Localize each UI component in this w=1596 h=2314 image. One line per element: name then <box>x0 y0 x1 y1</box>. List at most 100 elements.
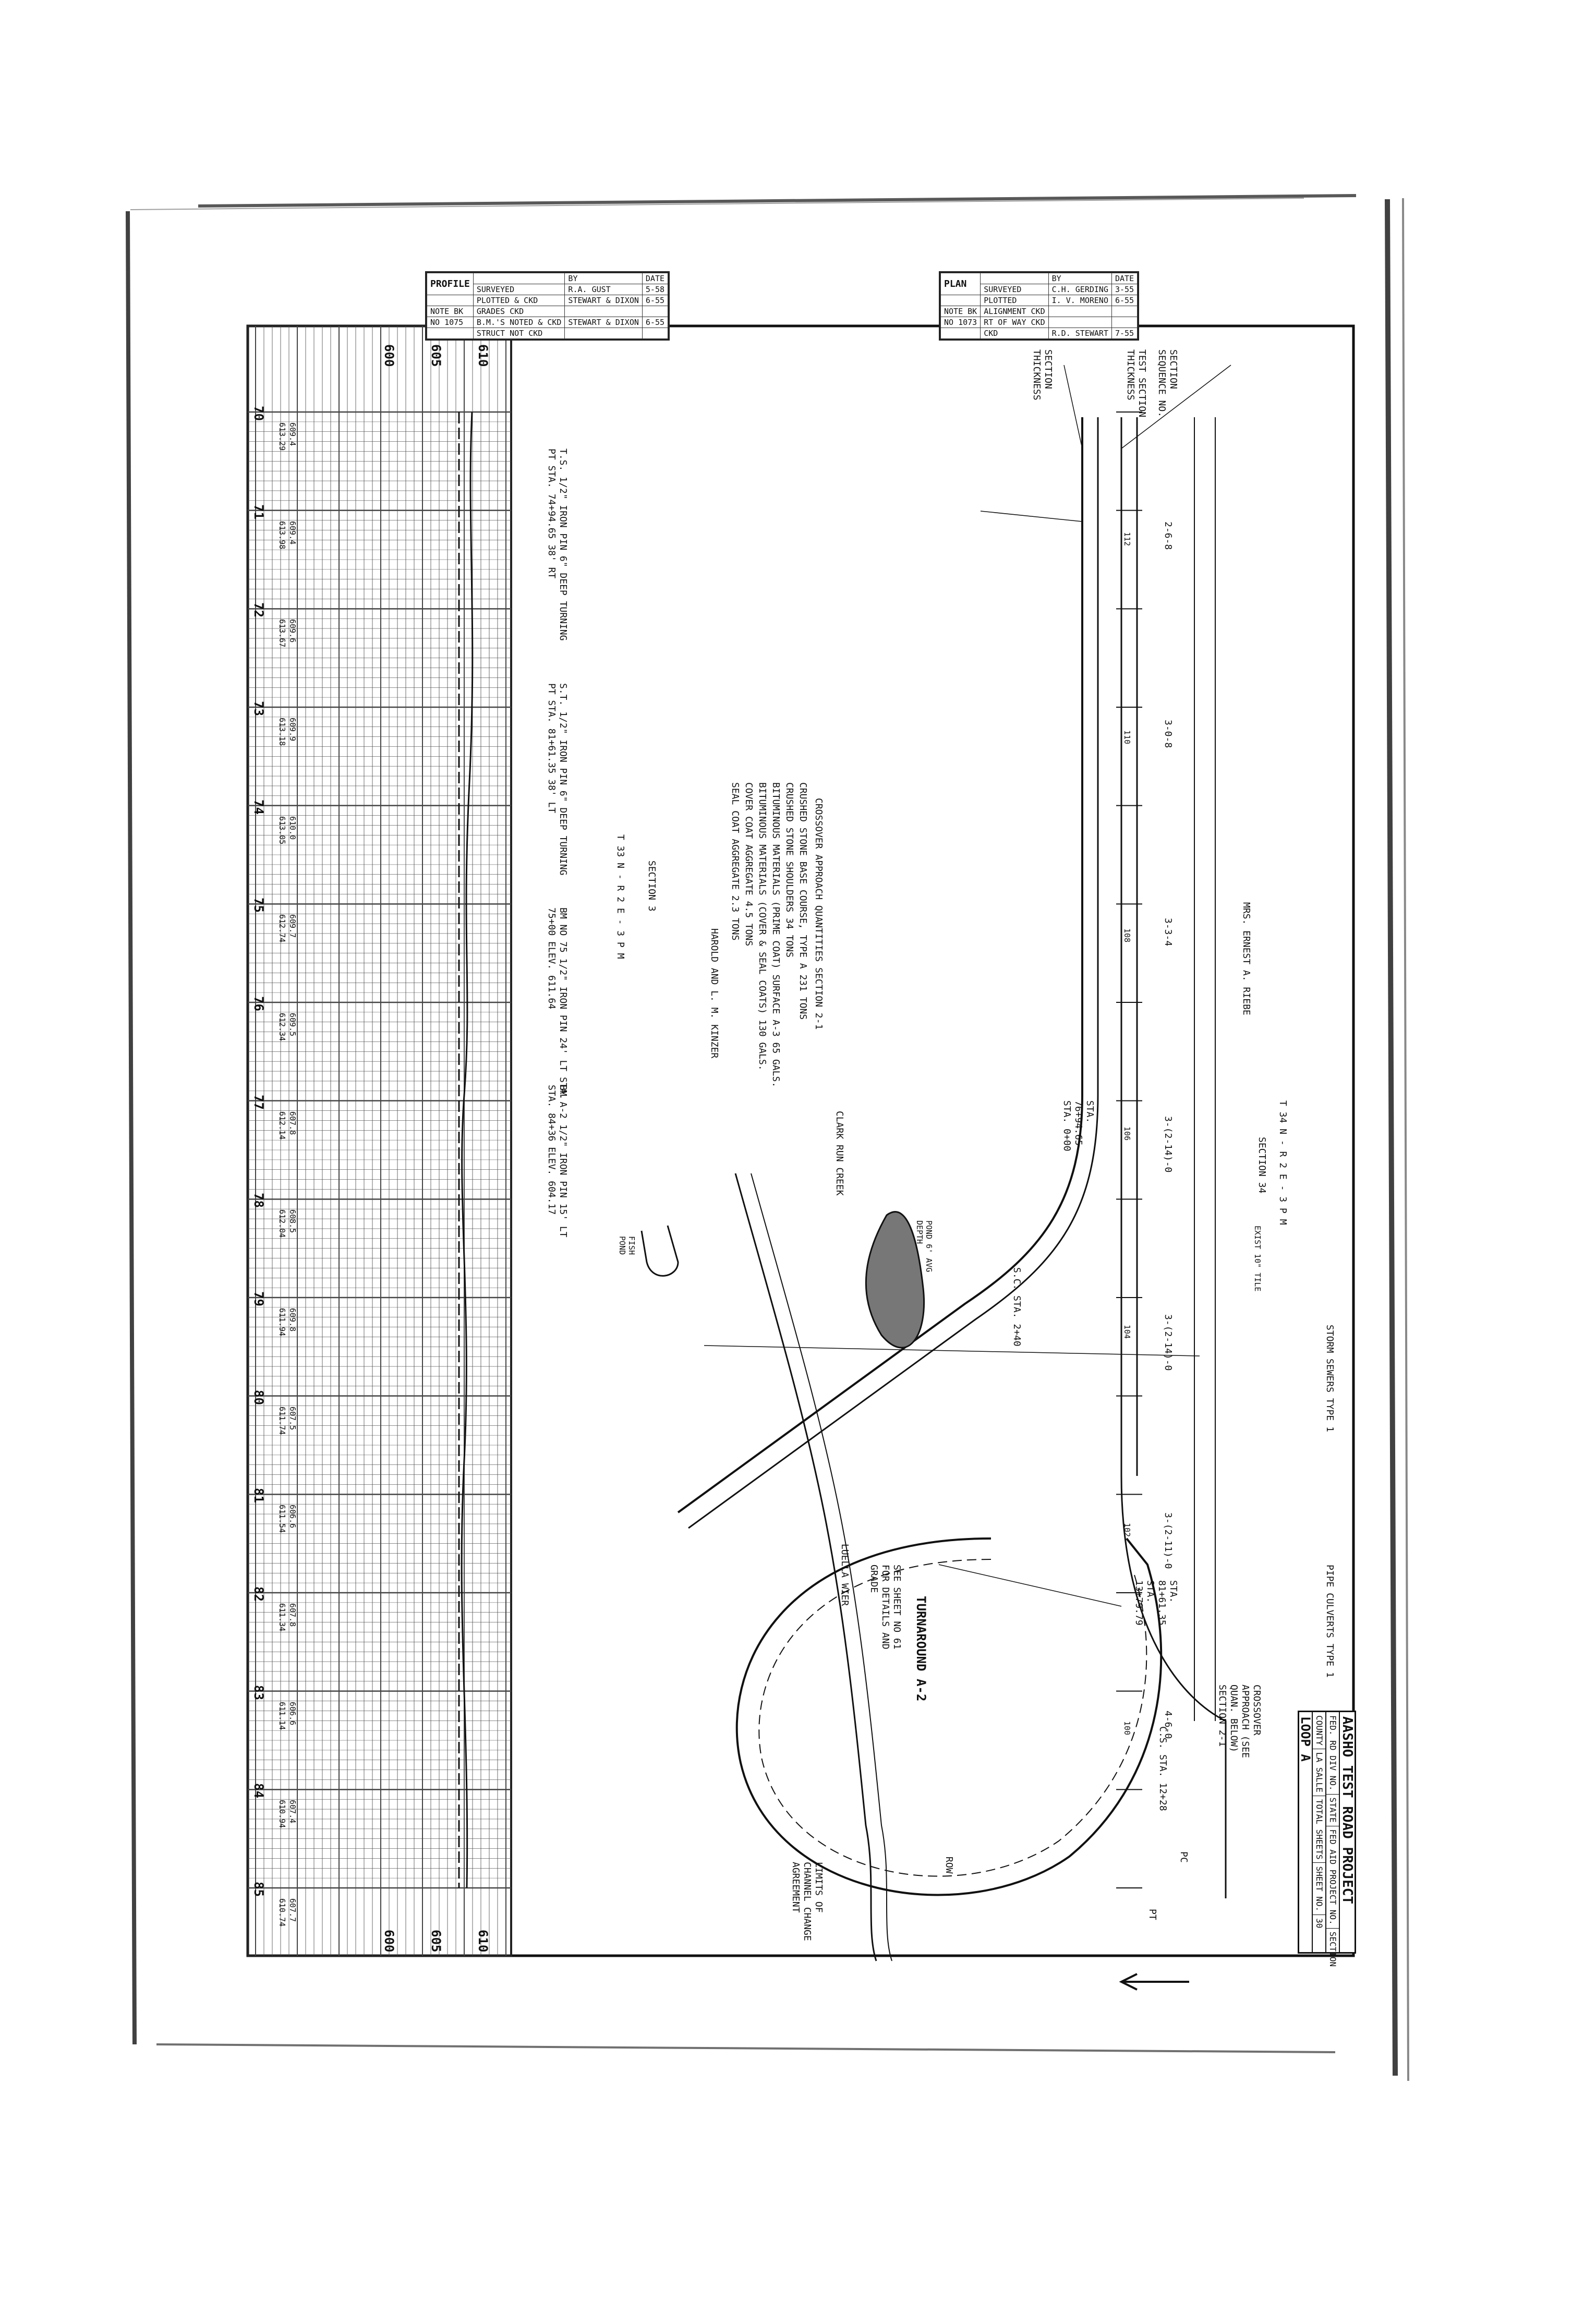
sequence-number: 112 <box>1122 532 1132 547</box>
profile-reading-grade: 607.7 <box>288 1898 297 1922</box>
fed-aid-label: FED AID PROJECT NO. <box>1326 1826 1339 1929</box>
profile-reading-grade: 609.9 <box>288 718 297 742</box>
turnaround-sub: SEE SHEET NO 61 FOR DETAILS AND GRADE <box>868 1565 902 1650</box>
plan-block-title: PLAN <box>940 273 981 295</box>
profile-row-by: STEWART & DIXON <box>564 317 643 328</box>
station-number: 70 <box>251 406 266 421</box>
station-number: 85 <box>251 1882 266 1897</box>
profile-row-date: 6-55 <box>642 317 669 328</box>
plan-row-by <box>1048 306 1113 317</box>
profile-reading-grade: 606.6 <box>288 1505 297 1529</box>
station-number: 81 <box>251 1488 266 1504</box>
test-section-thickness: 2-6-8 <box>1163 522 1174 550</box>
elev-label-bottom-600: 600 <box>382 1930 396 1953</box>
profile-grid <box>247 325 512 1957</box>
turnaround-label: TURNAROUND A-2 <box>914 1596 928 1702</box>
township-south: T 33 N - R 2 E - 3 P M <box>615 834 626 959</box>
profile-reading-elev: 611.54 <box>277 1505 287 1533</box>
test-section-thickness: 3-(2-14)-0 <box>1163 1314 1174 1371</box>
crossover-item: CRUSHED STONE SHOULDERS 34 TONS <box>784 782 795 958</box>
drawing-frame <box>246 324 1355 1957</box>
profile-row-date: 5-58 <box>642 284 669 295</box>
plan-row-by: R.D. STEWART <box>1048 328 1113 339</box>
elev-label-bottom-605: 605 <box>429 1930 443 1953</box>
profile-reading-elev: 613.98 <box>277 520 287 549</box>
pipe-culverts-label: PIPE CULVERTS TYPE 1 <box>1324 1565 1335 1678</box>
elev-label-top-610: 610 <box>476 344 490 367</box>
crossover-item: SEAL COAT AGGREGATE 2.3 TONS <box>730 782 741 941</box>
north-arrow <box>1119 1973 1189 1991</box>
channel-agreement-label: LIMITS OF CHANNEL CHANGE AGREEMENT <box>790 1862 824 1941</box>
cs-sta-label: C.S. STA. 12+28 <box>1157 1726 1168 1811</box>
profile-row-label: B.M.'S NOTED & CKD <box>473 317 565 328</box>
profile-reading-grade: 609.5 <box>288 1013 297 1037</box>
exist-tile-label: EXIST 10" TILE <box>1253 1226 1262 1292</box>
profile-row-by <box>564 306 643 317</box>
profile-reading-elev: 613.67 <box>277 619 287 648</box>
sheet-no-value: 30 <box>1314 1918 1324 1929</box>
sheet-no-label: SHEET NO. <box>1313 1863 1325 1916</box>
profile-row-date: 6-55 <box>642 295 669 306</box>
profile-reading-elev: 611.14 <box>277 1701 287 1730</box>
profile-note-bk-no: NO 1075 <box>427 317 474 328</box>
profile-reading-grade: 610.0 <box>288 816 297 840</box>
profile-col-date: DATE <box>642 273 669 284</box>
station-number: 80 <box>251 1389 266 1405</box>
section-col-label: SECTION <box>1328 1931 1338 1967</box>
station-number: 77 <box>251 1094 266 1110</box>
sc-sta-label: S.C. STA. 2+40 <box>1011 1267 1022 1347</box>
profile-row-label: GRADES CKD <box>473 306 565 317</box>
profile-reading-grade: 607.8 <box>288 1111 297 1135</box>
township-north: T 34 N - R 2 E - 3 P M <box>1277 1100 1288 1225</box>
profile-row-by <box>564 328 643 339</box>
sequence-number: 110 <box>1122 730 1132 745</box>
section-south: SECTION 3 <box>646 861 657 912</box>
owner-kinzer: HAROLD AND L. M. KINZER <box>709 928 720 1059</box>
owner-wier: LUELLA WIER <box>839 1544 850 1606</box>
profile-col-by: BY <box>564 273 643 284</box>
profile-row-by: R.A. GUST <box>564 284 643 295</box>
pt-label: PT <box>1147 1909 1158 1920</box>
benchmark-st: S.T. 1/2" IRON PIN 6" DEEP TURNING PT ST… <box>546 683 569 876</box>
plan-roadway <box>640 365 1231 1991</box>
fish-pond-label: FISH POND <box>618 1236 636 1255</box>
profile-reading-elev: 611.74 <box>277 1406 287 1435</box>
pc-label: PC <box>1178 1851 1189 1863</box>
profile-reading-elev: 612.14 <box>277 1111 287 1140</box>
project-title: AASHO TEST ROAD PROJECT <box>1339 1716 1355 1905</box>
station-ticks <box>1116 411 1142 1888</box>
profile-reading-grade: 607.8 <box>288 1603 297 1627</box>
plan-row-by: I. V. MORENO <box>1048 295 1113 306</box>
title-block: AASHO TEST ROAD PROJECT FED. RD DIV NO. … <box>1298 1711 1356 1967</box>
profile-reading-elev: 610.94 <box>277 1800 287 1828</box>
plan-row-label: PLOTTED <box>980 295 1049 306</box>
profile-ground-line <box>461 411 474 1888</box>
crossover-item: CRUSHED STONE BASE COURSE, TYPE A 231 TO… <box>797 782 808 1020</box>
profile-reading-elev: 613.29 <box>277 422 287 451</box>
profile-reading-elev: 612.74 <box>277 914 287 943</box>
profile-reading-grade: 609.4 <box>288 520 297 544</box>
profile-col-blank <box>473 273 565 284</box>
sequence-number: 102 <box>1122 1523 1132 1537</box>
plan-row-date <box>1111 317 1138 328</box>
station-number: 79 <box>251 1291 266 1306</box>
profile-row-label: PLOTTED & CKD <box>473 295 565 306</box>
section-thickness-label: SECTION THICKNESS <box>1031 349 1054 401</box>
plan-note-bk-no: NO 1073 <box>940 317 981 328</box>
total-sheets-label: TOTAL SHEETS <box>1313 1796 1325 1863</box>
pond-label: POND 6' AVG DEPTH <box>915 1220 934 1273</box>
station-number: 71 <box>251 504 266 519</box>
profile-row-by: STEWART & DIXON <box>564 295 643 306</box>
test-section-thickness: 3-3-4 <box>1163 918 1174 947</box>
profile-reading-grade: 607.4 <box>288 1800 297 1824</box>
plan-col-date: DATE <box>1111 273 1138 284</box>
profile-block-title: PROFILE <box>427 273 474 295</box>
profile-reading-elev: 612.04 <box>277 1209 287 1238</box>
profile-reading-elev: 611.94 <box>277 1308 287 1337</box>
profile-reading-elev: 610.74 <box>277 1898 287 1927</box>
profile-note-bk-label: NOTE BK <box>427 306 474 317</box>
plan-col-by: BY <box>1048 273 1113 284</box>
profile-reading-elev: 613.05 <box>277 816 287 844</box>
page-border-marks <box>126 194 1409 2081</box>
